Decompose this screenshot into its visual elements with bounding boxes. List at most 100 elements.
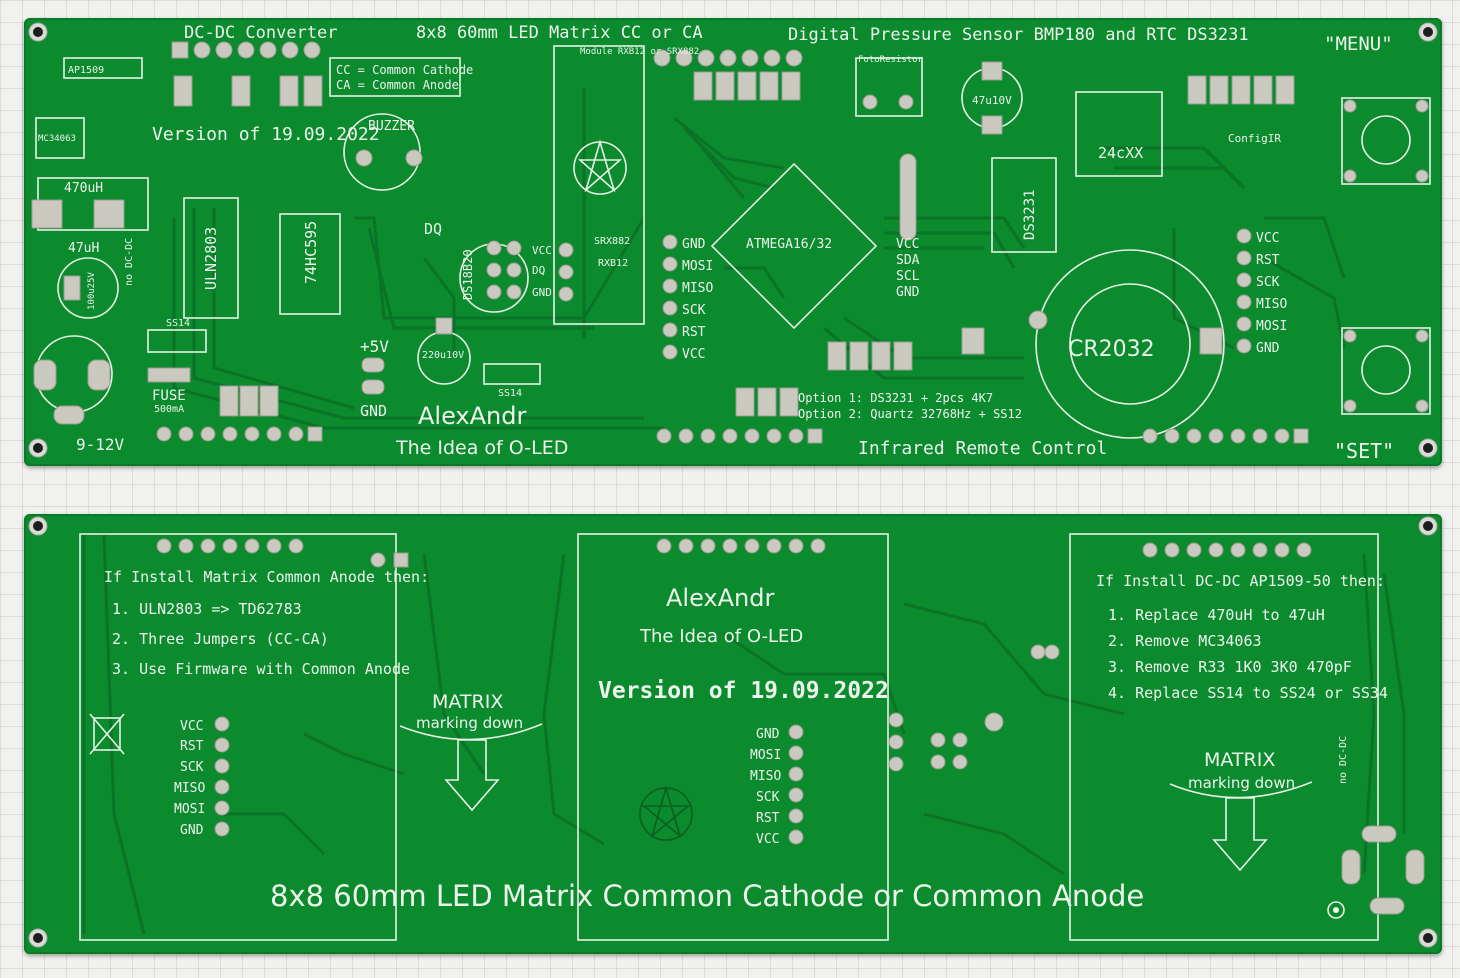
svg-text:SCK: SCK bbox=[756, 790, 780, 805]
svg-text:MISO: MISO bbox=[1256, 297, 1287, 312]
ss14-label-mid: SS14 bbox=[498, 388, 522, 399]
svg-text:VCC: VCC bbox=[756, 832, 779, 847]
cr2032-holder bbox=[1035, 249, 1225, 439]
plus5v-label: +5V bbox=[360, 337, 389, 356]
matrix-arrow-title-left: MATRIX bbox=[432, 691, 503, 713]
right-section-outline bbox=[1069, 533, 1379, 941]
svg-text:MOSI: MOSI bbox=[1256, 319, 1287, 334]
cap-100u-label: 100u25V bbox=[87, 271, 97, 310]
svg-text:MOSI: MOSI bbox=[682, 259, 713, 274]
svg-text:VCC: VCC bbox=[532, 244, 552, 257]
matrix-arrow-sub-right: marking down bbox=[1188, 774, 1295, 792]
rx-module-outline bbox=[553, 45, 645, 325]
eeprom-chip bbox=[1075, 91, 1163, 177]
menu-button[interactable] bbox=[1341, 97, 1431, 185]
svg-text:SCK: SCK bbox=[180, 760, 204, 775]
legend-box bbox=[329, 57, 461, 97]
uln2803-label: ULN2803 bbox=[202, 227, 220, 290]
left-section-outline bbox=[79, 533, 397, 941]
diode-ss14-mid bbox=[483, 363, 541, 385]
svg-text:RST: RST bbox=[756, 811, 780, 826]
resistor-array-top-right bbox=[1187, 75, 1295, 105]
top-author: AlexAndr bbox=[418, 402, 526, 430]
svg-text:VCC: VCC bbox=[1256, 231, 1279, 246]
set-button[interactable] bbox=[1341, 327, 1431, 415]
no-dcdc-top: no DC-DC bbox=[124, 238, 135, 286]
left-step-1: 1. ULN2803 => TD62783 bbox=[112, 600, 302, 618]
right-step-3: 3. Remove R33 1K0 3K0 470pF bbox=[1108, 658, 1352, 676]
mid-section-outline bbox=[577, 533, 889, 941]
fuse-rating: 500mA bbox=[154, 404, 184, 415]
top-version: Version of 19.09.2022 bbox=[152, 124, 380, 145]
right-step-2: 2. Remove MC34063 bbox=[1108, 632, 1262, 650]
svg-text:SCK: SCK bbox=[1256, 275, 1280, 290]
hc595-chip bbox=[279, 213, 341, 315]
down-arrow-icon-left bbox=[444, 739, 500, 812]
matrix-arrow-title-right: MATRIX bbox=[1204, 749, 1275, 771]
ss14-label-left: SS14 bbox=[166, 318, 190, 329]
bottom-header-left bbox=[156, 538, 409, 568]
svg-text:RST: RST bbox=[682, 325, 706, 340]
right-step-1: 1. Replace 470uH to 47uH bbox=[1108, 606, 1325, 624]
left-step-2: 2. Three Jumpers (CC-CA) bbox=[112, 630, 329, 648]
dq-label-top: DQ bbox=[424, 220, 442, 238]
pcb-top-artwork: DC-DC Converter 8x8 60mm LED Matrix CC o… bbox=[28, 22, 1438, 463]
title-matrix: 8x8 60mm LED Matrix CC or CA bbox=[416, 23, 703, 43]
svg-text:DQ: DQ bbox=[532, 264, 545, 277]
config-ir-label: ConfigIR bbox=[1228, 132, 1281, 145]
i2c-header: VCC SDA SCL GND bbox=[896, 153, 920, 300]
left-step-3: 3. Use Firmware with Common Anode bbox=[112, 660, 410, 678]
ds3231-label: DS3231 bbox=[1022, 189, 1038, 240]
diode-ss14-left bbox=[147, 329, 207, 353]
svg-text:VCC: VCC bbox=[180, 719, 203, 734]
eeprom-label: 24cXX bbox=[1098, 144, 1143, 162]
svg-text:GND: GND bbox=[896, 285, 920, 300]
dc-jack-pads-bottom bbox=[1341, 825, 1425, 915]
fotoresistor-label: FotoResistor bbox=[858, 55, 924, 65]
hc595-label: 74HC595 bbox=[302, 221, 320, 284]
matrix-arrow-sub-left: marking down bbox=[416, 714, 523, 732]
top-traces bbox=[172, 88, 1346, 430]
svg-text:MOSI: MOSI bbox=[750, 748, 781, 763]
svg-text:SCL: SCL bbox=[896, 269, 920, 284]
svg-text:GND: GND bbox=[1256, 341, 1280, 356]
left-instructions-title: If Install Matrix Common Anode then: bbox=[104, 568, 429, 586]
option-2: Option 2: Quartz 32768Hz + SS12 bbox=[798, 407, 1022, 421]
bottom-isp-left: VCC RST SCK MISO MOSI GND bbox=[174, 716, 230, 838]
resistor-array-top-mid bbox=[693, 71, 913, 417]
bottom-idea: The Idea of O-LED bbox=[639, 626, 803, 647]
header-row-bottom-left bbox=[156, 426, 323, 442]
bottom-footer-text: 8x8 60mm LED Matrix Common Cathode or Co… bbox=[270, 879, 1144, 913]
ds18b20-label: DS18B20 bbox=[461, 249, 475, 300]
battery-label: CR2032 bbox=[1068, 337, 1155, 362]
cap-47u-label: 47u10V bbox=[972, 94, 1012, 107]
header-row-bottom-mid bbox=[656, 428, 823, 444]
svg-text:MISO: MISO bbox=[750, 769, 781, 784]
bottom-pad-cluster bbox=[888, 644, 1060, 772]
svg-text:SDA: SDA bbox=[896, 253, 920, 268]
ds3231-chip bbox=[991, 157, 1057, 253]
right-step-4: 4. Replace SS14 to SS24 or SS34 bbox=[1108, 684, 1388, 702]
bottom-header-mid bbox=[656, 538, 826, 554]
svg-text:MISO: MISO bbox=[174, 781, 205, 796]
down-arrow-icon-right bbox=[1212, 797, 1268, 872]
ds-pin-labels: VCC DQ GND SRX882 RXB12 bbox=[532, 236, 630, 302]
header-row-bottom-right bbox=[1142, 428, 1309, 444]
svg-text:RXB12: RXB12 bbox=[598, 258, 628, 269]
mc34063-label: MC34063 bbox=[38, 134, 76, 144]
option-1: Option 1: DS3231 + 2pcs 4K7 bbox=[798, 391, 993, 405]
fuse-label: FUSE bbox=[152, 388, 186, 404]
svg-text:RST: RST bbox=[180, 739, 204, 754]
svg-text:GND: GND bbox=[682, 237, 706, 252]
mc34063-chip bbox=[35, 117, 85, 159]
right-instructions-title: If Install DC-DC AP1509-50 then: bbox=[1096, 572, 1385, 590]
header-row-top-left bbox=[171, 41, 321, 59]
bottom-version: Version of 19.09.2022 bbox=[598, 678, 889, 704]
legend-cc: CC = Common Cathode bbox=[336, 63, 473, 77]
cap-100u-outline bbox=[57, 257, 119, 319]
bottom-author: AlexAndr bbox=[666, 584, 774, 612]
cap-220u-label: 220u10V bbox=[422, 350, 464, 361]
menu-label: "MENU" bbox=[1324, 33, 1393, 55]
bottom-isp-mid: GND MOSI MISO SCK RST VCC bbox=[750, 724, 804, 847]
inductor-47-label: 47uH bbox=[68, 241, 99, 256]
